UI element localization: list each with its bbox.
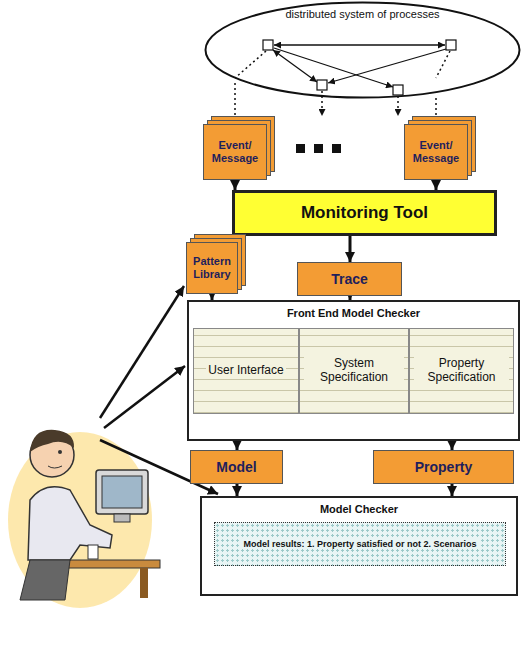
ellipsis-dots — [296, 144, 341, 153]
node-text: Property Specification — [414, 357, 509, 385]
event-message-box: Event/ Message — [404, 124, 468, 180]
process-square — [263, 40, 456, 95]
process-network — [273, 45, 446, 87]
node-text: Event/ Message — [408, 139, 464, 164]
node-text: Pattern Library — [190, 255, 234, 280]
pattern-library-doc: Pattern Library — [186, 242, 238, 294]
system-ellipse — [206, 3, 520, 98]
node-text: Model results: 1. Property satisfied or … — [241, 539, 478, 549]
flow-arrow — [349, 236, 352, 262]
node-text: Model — [216, 459, 256, 475]
node-text: Monitoring Tool — [301, 203, 428, 223]
system-spec-box: System Specification — [299, 328, 409, 414]
node-text: Event/ Message — [207, 139, 263, 164]
node-text: User Interface — [206, 364, 285, 378]
node-text: Model Checker — [320, 503, 398, 516]
monitoring-tool-box: Monitoring Tool — [232, 190, 497, 236]
model-checker-box: Model CheckerModel results: 1. Property … — [200, 496, 518, 596]
node-text: System Specification — [304, 357, 404, 385]
flow-arrow — [236, 484, 239, 496]
user-interface-box: User Interface — [193, 328, 299, 414]
front-end-box: Front End Model CheckerUser Interface Sys… — [187, 300, 520, 441]
node-text: distributed system of processes — [285, 8, 439, 21]
flow-arrow — [451, 441, 454, 450]
model-box: Model — [190, 450, 283, 484]
flow-arrow — [236, 441, 239, 450]
property-box: Property — [373, 450, 514, 484]
flow-arrow — [451, 484, 454, 496]
process-system: distributed system of processes — [205, 2, 520, 104]
flow-arrow — [435, 180, 438, 190]
node-text: Trace — [331, 271, 368, 287]
trace-box: Trace — [297, 262, 402, 296]
dotted-tap — [235, 51, 450, 116]
event-message-box: Event/ Message — [203, 124, 267, 180]
model-results-box: Model results: 1. Property satisfied or … — [214, 522, 506, 566]
node-text: Front End Model Checker — [287, 307, 420, 320]
node-text: Property — [415, 459, 473, 475]
property-spec-box: Property Specification — [409, 328, 514, 414]
dotted-arrow — [234, 83, 236, 124]
dotted-arrow — [435, 98, 437, 124]
flow-arrow — [234, 180, 237, 190]
